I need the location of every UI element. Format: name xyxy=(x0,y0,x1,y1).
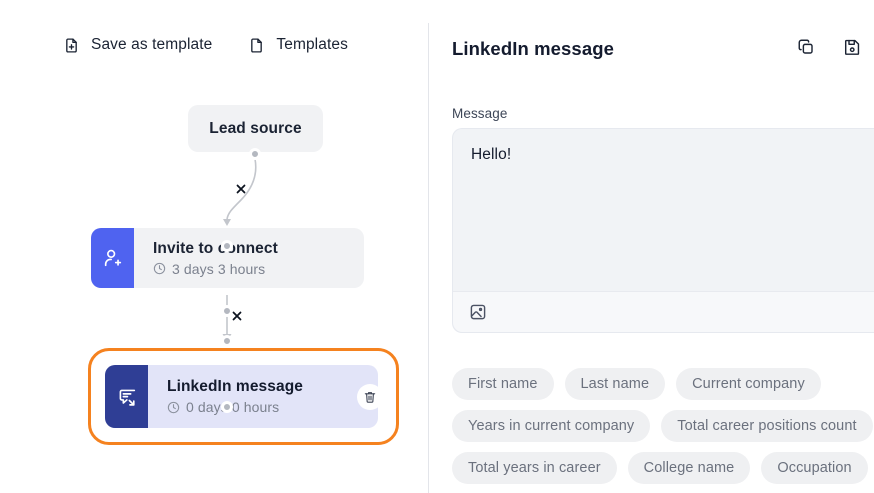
node-handle-lead-source-out[interactable] xyxy=(249,148,261,160)
edge-delete-button-1[interactable] xyxy=(233,181,249,197)
panel-header: LinkedIn message xyxy=(452,36,874,62)
node-title: LinkedIn message xyxy=(167,378,303,395)
message-textarea[interactable]: Hello! xyxy=(452,128,874,333)
save-button[interactable] xyxy=(843,38,861,56)
save-disk-icon xyxy=(843,38,861,56)
node-icon-tile xyxy=(91,228,134,288)
variable-chip[interactable]: Total career positions count xyxy=(661,410,873,442)
node-handle-invite-out[interactable] xyxy=(221,305,233,317)
node-icon-tile xyxy=(105,365,148,428)
flow-node-linkedin-message[interactable]: LinkedIn message 0 days 0 hours xyxy=(105,365,378,428)
message-send-icon xyxy=(116,386,138,408)
variable-chip[interactable]: College name xyxy=(627,452,751,484)
node-duration: 0 days 0 hours xyxy=(167,399,303,415)
page-title: LinkedIn message xyxy=(452,38,614,59)
variable-chip[interactable]: Current company xyxy=(676,368,821,400)
flow-toolbar xyxy=(0,0,428,23)
insert-image-button[interactable] xyxy=(469,303,487,321)
node-handle-message-in[interactable] xyxy=(221,335,233,347)
variable-chip[interactable]: Last name xyxy=(564,368,666,400)
message-text-value: Hello! xyxy=(471,146,512,163)
node-title: Invite to connect xyxy=(153,239,278,257)
step-settings-panel: LinkedIn message xyxy=(429,0,874,493)
node-handle-message-out[interactable] xyxy=(221,401,233,413)
node-handle-invite-in[interactable] xyxy=(221,240,233,252)
trash-icon xyxy=(363,390,377,404)
flow-node-lead-source[interactable]: Lead source xyxy=(188,105,323,152)
flow-node-invite-to-connect[interactable]: Invite to connect 3 days 3 hours xyxy=(91,228,364,288)
message-editor-toolbar xyxy=(453,291,874,332)
templates-button[interactable]: Templates xyxy=(248,36,348,54)
node-duration-label: 3 days 3 hours xyxy=(172,260,266,277)
templates-label: Templates xyxy=(276,36,348,53)
save-as-template-button[interactable]: Save as template xyxy=(63,36,212,54)
flow-node-selection-outline[interactable]: LinkedIn message 0 days 0 hours xyxy=(88,348,399,445)
node-title: Lead source xyxy=(209,119,302,137)
copy-icon xyxy=(797,38,815,56)
file-icon xyxy=(248,37,265,54)
panel-divider xyxy=(428,23,429,493)
clock-icon xyxy=(153,262,166,275)
variable-chip[interactable]: Occupation xyxy=(761,452,868,484)
copy-button[interactable] xyxy=(797,38,815,56)
variable-chip-list: First name Last name Current company Yea… xyxy=(452,368,874,484)
flow-canvas[interactable]: Lead source Invite to connect xyxy=(0,23,428,493)
node-duration: 3 days 3 hours xyxy=(153,261,278,277)
panel-actions xyxy=(797,38,861,56)
message-field-label: Message xyxy=(452,106,508,121)
file-plus-icon xyxy=(63,37,80,54)
image-icon xyxy=(469,303,487,321)
variable-chip[interactable]: Years in current company xyxy=(452,410,651,442)
delete-node-button[interactable] xyxy=(357,384,383,410)
variable-chip[interactable]: First name xyxy=(452,368,554,400)
edge-delete-button-2[interactable] xyxy=(229,308,245,324)
user-plus-icon xyxy=(102,247,124,269)
clock-icon xyxy=(167,401,180,414)
variable-chip[interactable]: Total years in career xyxy=(452,452,617,484)
save-as-template-label: Save as template xyxy=(91,36,213,53)
